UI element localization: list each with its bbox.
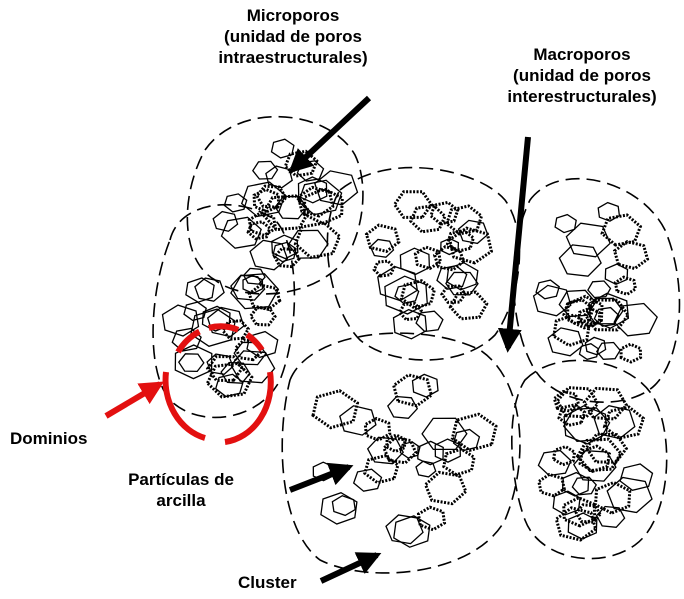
clay-particle bbox=[426, 472, 466, 503]
clay-particle bbox=[554, 447, 575, 465]
clay-particle bbox=[251, 308, 275, 325]
clay-particle bbox=[536, 280, 559, 299]
label-dominios: Dominios bbox=[10, 428, 122, 449]
clay-particle bbox=[295, 223, 339, 257]
clay-particle bbox=[340, 406, 376, 435]
clay-particle bbox=[598, 203, 619, 222]
cluster-outline-top-left bbox=[187, 117, 363, 294]
clay-particle bbox=[411, 206, 445, 232]
clay-particle bbox=[179, 354, 204, 372]
arrow-dominios bbox=[106, 384, 160, 416]
clay-particle bbox=[620, 464, 652, 490]
clay-particle bbox=[597, 343, 620, 360]
clay-particle bbox=[559, 245, 601, 276]
clay-particle bbox=[435, 247, 464, 270]
arrow-macroporos bbox=[508, 137, 528, 348]
clay-particle bbox=[400, 442, 420, 458]
label-microporos: Microporos (unidad de poros intraestruct… bbox=[188, 5, 398, 68]
clay-particle bbox=[222, 217, 262, 248]
label-macroporos: Macroporos (unidad de poros interestruct… bbox=[484, 44, 680, 107]
clay-particle bbox=[419, 507, 445, 530]
clay-particle bbox=[208, 308, 244, 337]
clay-particle bbox=[266, 166, 292, 188]
label-particulas: Partículas de arcilla bbox=[106, 469, 256, 511]
clay-particle bbox=[602, 215, 640, 245]
clay-particle bbox=[213, 212, 237, 232]
clay-particle bbox=[354, 469, 382, 491]
arrow-particulas bbox=[290, 467, 349, 490]
clay-particle bbox=[313, 391, 358, 428]
clay-particle bbox=[615, 242, 648, 269]
clay-particle bbox=[388, 397, 418, 419]
label-cluster: Cluster bbox=[238, 572, 318, 593]
clay-particle bbox=[332, 496, 355, 516]
cluster-outline-right bbox=[514, 179, 680, 402]
clay-particle bbox=[416, 311, 443, 331]
clay-particle bbox=[539, 475, 565, 496]
arrow-cluster bbox=[321, 555, 377, 581]
clay-particle bbox=[253, 161, 278, 179]
clay-particle bbox=[580, 446, 609, 471]
clay-particle bbox=[224, 194, 246, 212]
clay-particle bbox=[450, 292, 486, 319]
clay-particle bbox=[566, 223, 610, 257]
clay-particle bbox=[395, 192, 432, 218]
clay-particle bbox=[250, 240, 287, 269]
clay-particle bbox=[605, 264, 627, 284]
clay-particle bbox=[555, 215, 576, 233]
clay-particle bbox=[621, 344, 641, 362]
clay-particle bbox=[588, 281, 611, 298]
clay-particle bbox=[563, 473, 589, 496]
clay-particle bbox=[614, 304, 657, 336]
